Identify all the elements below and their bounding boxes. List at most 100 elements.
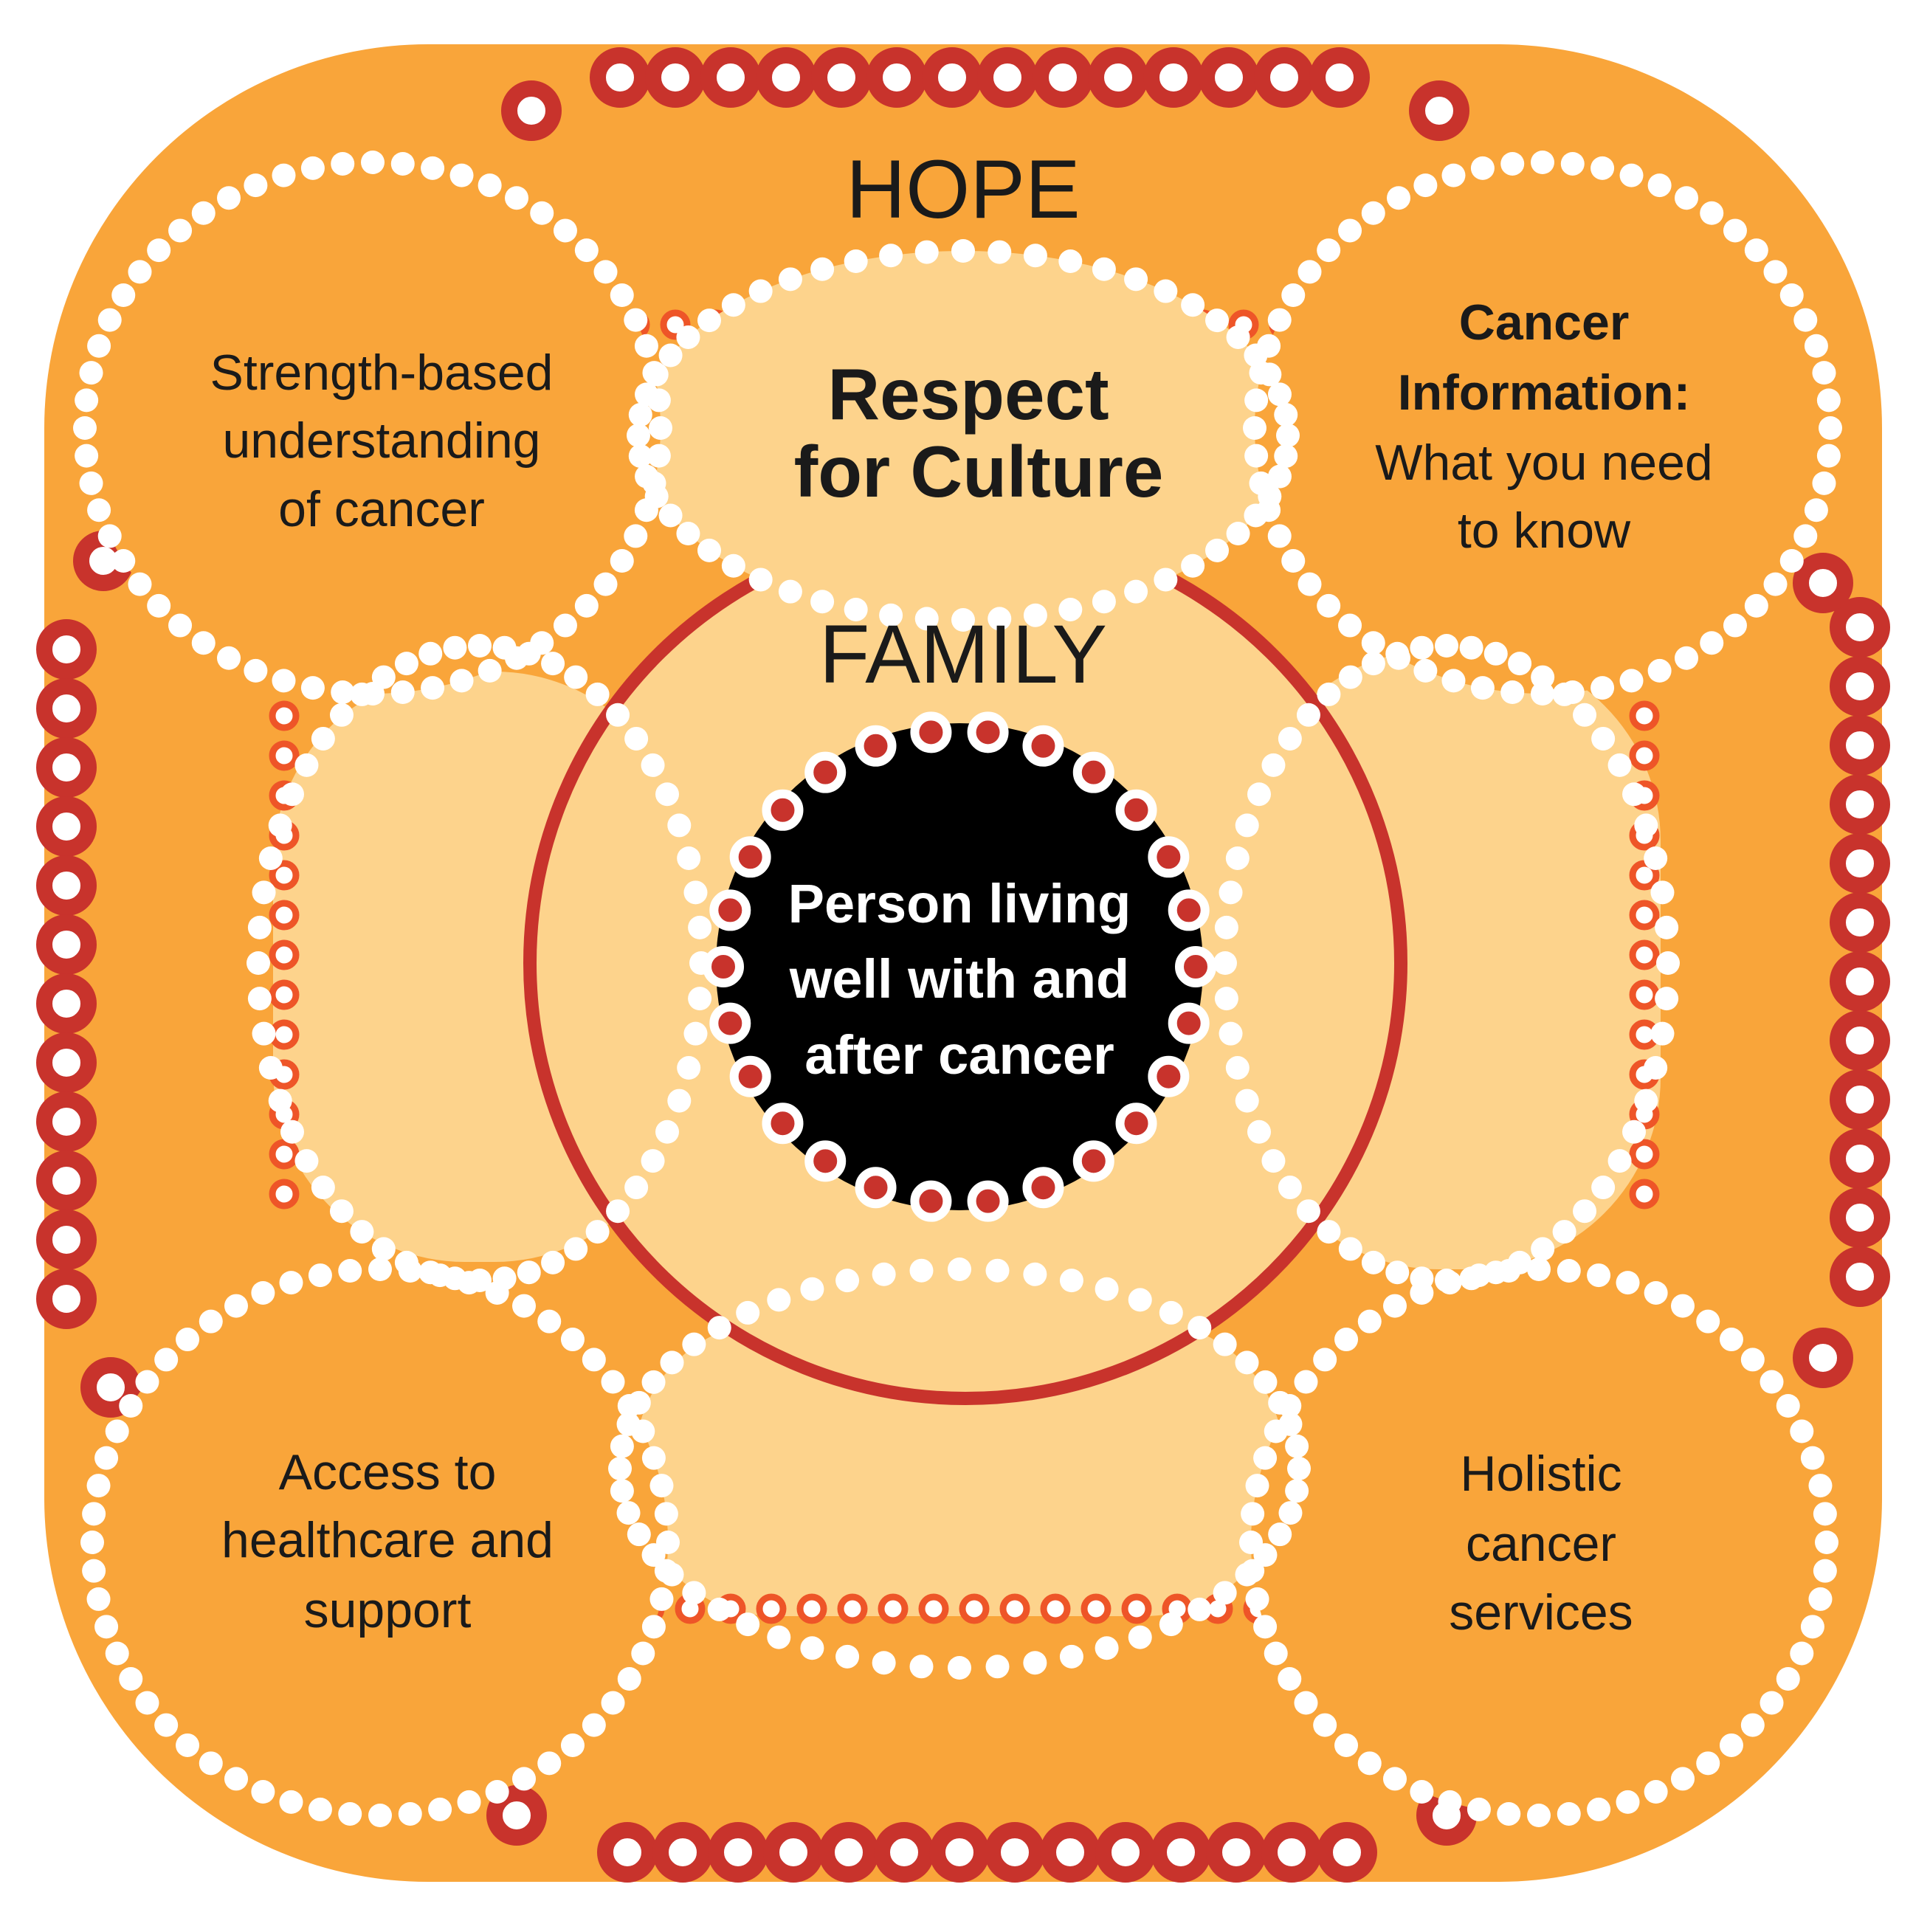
white-bead — [683, 1021, 708, 1046]
white-bead — [582, 1348, 606, 1372]
white-bead — [660, 1562, 684, 1587]
white-bead — [1779, 549, 1804, 573]
center-ring-dot — [1175, 946, 1216, 987]
outer-ring-dot — [645, 47, 706, 108]
white-bead — [872, 1262, 896, 1286]
white-bead — [1573, 703, 1597, 727]
white-bead — [1278, 1667, 1302, 1691]
panel-dot — [1629, 860, 1660, 891]
white-bead — [1500, 680, 1525, 705]
panel-dot — [269, 1019, 300, 1050]
white-bead — [683, 880, 708, 905]
outer-ring-dot — [1830, 1128, 1890, 1189]
white-bead — [217, 646, 241, 670]
white-bead — [778, 267, 802, 291]
white-bead — [86, 1474, 111, 1498]
panel-dot — [269, 1139, 300, 1170]
white-bead — [682, 1332, 706, 1356]
bottom-left-label-line-1: Access to — [279, 1444, 497, 1500]
white-bead — [111, 549, 136, 573]
white-bead — [721, 293, 745, 317]
center-ring-dot — [1168, 1002, 1210, 1044]
white-bead — [1059, 1269, 1083, 1293]
white-bead — [1214, 915, 1238, 939]
white-bead — [147, 593, 171, 618]
white-bead — [457, 1790, 481, 1814]
white-bead — [1763, 572, 1788, 596]
white-bead — [1268, 1522, 1292, 1547]
white-bead — [1815, 1531, 1838, 1554]
center-ring-dot — [967, 1180, 1009, 1222]
center-node — [703, 711, 1216, 1222]
top-right-label-line-2: Information: — [1398, 365, 1691, 421]
center-ring-dot — [855, 1167, 897, 1209]
panel-dot — [269, 979, 300, 1010]
white-bead — [1459, 1266, 1483, 1291]
white-bead — [176, 1733, 200, 1757]
white-bead — [660, 1350, 684, 1375]
white-bead — [505, 186, 528, 210]
white-bead — [835, 1644, 860, 1669]
white-bead — [810, 590, 835, 614]
petal-bottom-right — [1251, 1269, 1827, 1815]
outer-ring-dot — [1830, 1010, 1890, 1071]
white-bead — [985, 1258, 1010, 1283]
white-bead — [1557, 1259, 1581, 1283]
outer-ring-dot — [1409, 80, 1469, 141]
white-bead — [606, 703, 630, 727]
respect-label-line-2: for Culture — [794, 431, 1164, 512]
white-bead — [1023, 1651, 1047, 1675]
outer-ring-dot — [1830, 597, 1890, 658]
white-bead — [1128, 1625, 1152, 1649]
white-bead — [1740, 1348, 1765, 1372]
white-bead — [135, 1370, 159, 1394]
white-bead — [1619, 669, 1644, 693]
white-bead — [280, 782, 304, 807]
white-bead — [199, 1751, 223, 1776]
white-bead — [1226, 522, 1250, 546]
bottom-right-label-line-2: cancer — [1466, 1516, 1616, 1572]
white-bead — [1700, 631, 1724, 655]
white-bead — [1441, 669, 1466, 693]
white-bead — [350, 682, 374, 706]
white-bead — [564, 665, 588, 689]
outer-ring-dot — [1793, 553, 1853, 613]
white-bead — [1527, 1257, 1551, 1281]
white-bead — [1357, 1751, 1382, 1776]
outer-ring-dot — [36, 1032, 97, 1093]
outer-ring-dot — [1151, 1822, 1211, 1883]
white-bead — [247, 951, 270, 975]
white-bead — [1383, 1294, 1407, 1318]
white-bead — [1253, 1370, 1278, 1394]
white-bead — [767, 1625, 791, 1649]
white-bead — [1531, 682, 1554, 705]
white-bead — [1281, 549, 1306, 573]
center-ring-dot — [709, 889, 751, 931]
white-bead — [1435, 1269, 1458, 1292]
respect-bubble-shape — [638, 251, 1288, 620]
white-bead — [1587, 1263, 1611, 1288]
center-ring-dot — [1148, 836, 1190, 878]
panel-dot — [269, 740, 300, 771]
white-bead — [1128, 1288, 1152, 1312]
white-bead — [1587, 1797, 1611, 1821]
outer-ring-dot — [1254, 47, 1314, 108]
white-bead — [82, 1559, 106, 1583]
white-bead — [631, 1641, 655, 1666]
white-bead — [368, 1257, 392, 1281]
top-left-label-line-3: of cancer — [278, 481, 485, 537]
white-bead — [1385, 1260, 1410, 1285]
panel-dot — [959, 1593, 990, 1624]
white-bead — [398, 1801, 422, 1826]
white-bead — [1253, 1446, 1278, 1470]
outer-ring-dot — [36, 914, 97, 975]
white-bead — [1059, 1644, 1083, 1669]
white-bead — [1760, 1370, 1784, 1394]
white-bead — [1410, 1780, 1434, 1804]
white-bead — [1267, 464, 1292, 489]
white-bead — [1413, 658, 1438, 683]
outer-ring-dot — [929, 1822, 990, 1883]
white-bead — [624, 1176, 649, 1200]
petal-top-right — [1255, 162, 1830, 694]
